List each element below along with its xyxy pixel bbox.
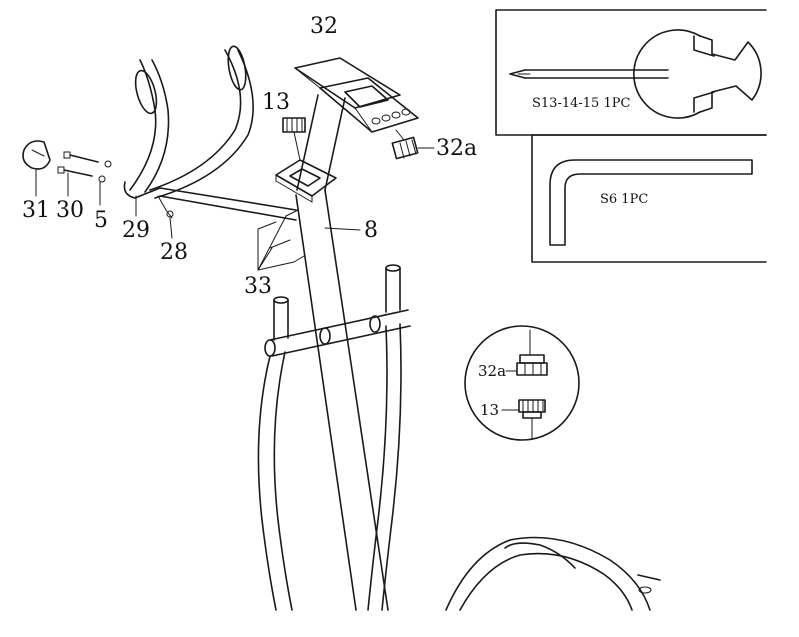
base-housing <box>445 536 661 611</box>
detail-label-frame-cable: 13 <box>480 401 500 419</box>
screw-icons <box>257 209 305 271</box>
wrench-tool-label: S13-14-15 1PC <box>532 96 631 111</box>
part-label-front-post: 8 <box>364 218 378 243</box>
upper-connector-icon <box>516 329 548 376</box>
cross-bar <box>264 309 411 357</box>
hex-key-tool-box <box>531 134 767 263</box>
wrench-icon <box>509 29 762 119</box>
front-post <box>295 94 389 611</box>
part-label-pulse-wire: 28 <box>160 240 188 265</box>
left-arm-tube <box>257 296 293 611</box>
console-buttons <box>371 108 411 125</box>
part-label-handlebar-cover: 31 <box>22 198 50 223</box>
pulse-wire-icon <box>157 195 174 219</box>
part-label-handlebar: 29 <box>122 218 150 243</box>
hex-key-icon <box>549 159 753 246</box>
part-label-screws: 33 <box>244 274 272 299</box>
handlebar-cover-icon <box>22 140 51 170</box>
washer-icons <box>98 160 112 183</box>
display-console <box>294 57 419 133</box>
right-arm-tube <box>367 264 402 611</box>
connector-detail-view <box>464 325 580 441</box>
part-label-display-console: 32 <box>310 14 338 39</box>
part-label-washer: 5 <box>94 208 108 233</box>
hex-key-tool-label: S6 1PC <box>600 192 649 207</box>
part-label-console-cable: 32a <box>436 136 478 161</box>
part-label-bolt: 30 <box>56 198 84 223</box>
console-mount-plate <box>275 159 337 203</box>
detail-label-console-cable: 32a <box>478 362 507 380</box>
bolt-icons <box>57 151 99 177</box>
wrench-tool-box <box>495 9 767 136</box>
console-screen <box>344 85 389 108</box>
part-label-frame-cable: 13 <box>262 90 290 115</box>
frame-cable-connector-icon <box>282 117 306 161</box>
console-cable-connector-icon <box>391 129 435 160</box>
lower-connector-icon <box>518 399 546 439</box>
handlebar <box>123 45 297 221</box>
